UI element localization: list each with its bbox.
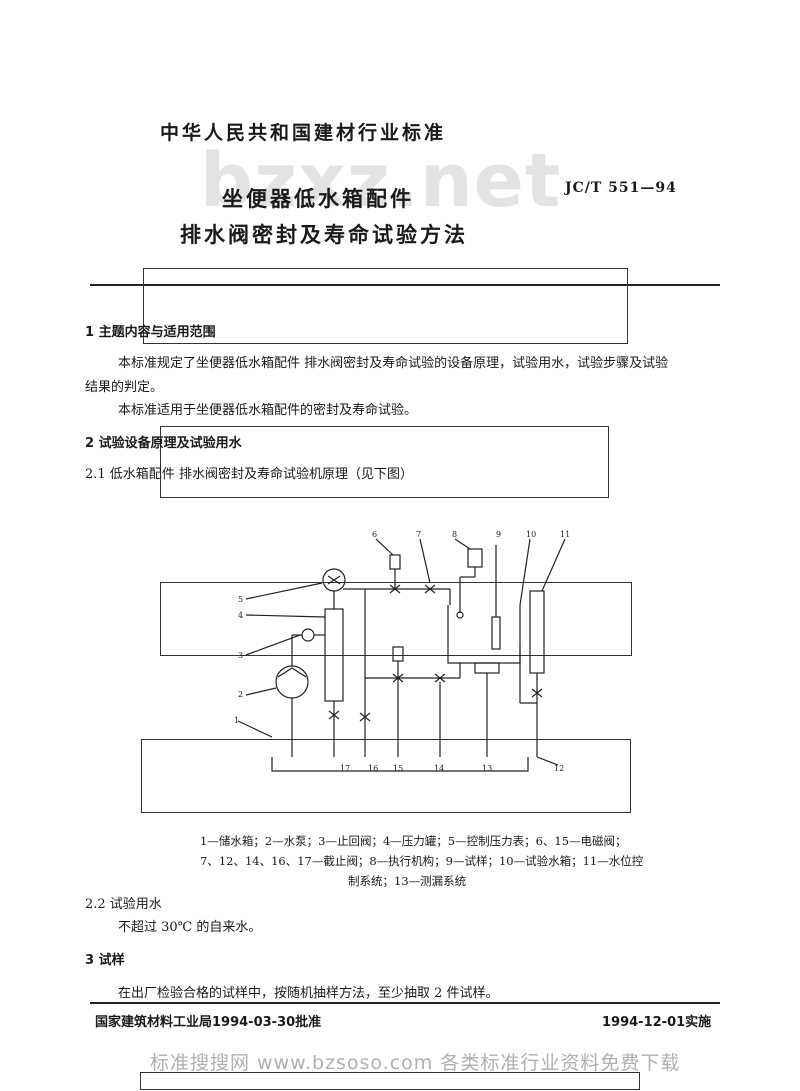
bottom-watermark: 标准搜搜网 www.bzsoso.com 各类标准行业资料免费下载 [150,1052,681,1074]
actuator [467,548,483,568]
stop-valve-16 [359,712,371,722]
solenoid-valve-15 [392,646,404,662]
pressure-gauge [322,568,346,592]
label-7: 7 [416,530,421,539]
label-10: 10 [526,530,536,539]
leak-detection-system [474,662,500,674]
footer-rule [90,1002,720,1004]
section-3-text: 在出厂检验合格的试样中，按随机抽样方法，至少抽取 2 件试样。 [118,986,499,1001]
section-2-heading: 2 试验设备原理及试验用水 [85,436,242,451]
section-1-heading: 1 主题内容与适用范围 [85,325,216,340]
label-14: 14 [434,764,444,773]
label-6: 6 [372,530,377,539]
label-8: 8 [452,530,457,539]
standard-number: JC/T 551—94 [565,180,677,196]
implementation-date: 1994-12-01实施 [602,1015,712,1030]
solenoid-valve-6 [389,554,401,570]
label-17: 17 [340,764,350,773]
section-1-para1-line1: 本标准规定了坐便器低水箱配件 排水阀密封及寿命试验的设备原理，试验用水，试验步骤… [118,356,669,371]
highlight-box-1 [143,268,628,344]
highlight-box-3 [160,582,632,656]
label-15: 15 [393,764,403,773]
test-machine-schematic: 1 2 3 4 5 6 7 8 9 10 11 12 13 14 15 16 1… [234,530,570,773]
section-2-2-text: 不超过 30℃ 的自来水。 [118,920,262,935]
section-2-2-heading: 2.2 试验用水 [85,897,162,912]
highlight-box-4 [141,739,631,813]
stop-valve-14 [434,673,446,683]
issuing-org: 中华人民共和国建材行业标准 [160,122,447,144]
level-control-system [529,590,545,674]
figure-caption-line1: 1—储水箱；2—水泵；3—止回阀；4—压力罐；5—控制压力表；6、15—电磁阀； [200,834,627,848]
highlight-box-2 [160,426,609,498]
water-pump [275,665,309,699]
label-11: 11 [560,530,570,539]
section-1-para1-line2: 结果的判定。 [85,380,164,395]
label-1: 1 [234,716,239,725]
stop-valve-12 [531,688,543,698]
label-3: 3 [238,651,243,660]
figure-caption-line2: 7、12、14、16、17—截止阀；8—执行机构；9—试样；10—试验水箱；11… [200,854,644,868]
label-5: 5 [238,595,243,604]
label-9: 9 [496,530,501,539]
stop-valve-17 [328,710,340,720]
bottom-highlight-box [140,1072,640,1090]
figure-caption-line3: 制系统；13—测漏系统 [348,874,467,888]
section-2-1: 2.1 低水箱配件 排水阀密封及寿命试验机原理（见下图） [85,467,413,482]
stop-valve-7 [424,584,436,594]
top-rule [90,284,720,286]
specimen [491,616,501,650]
label-16: 16 [368,764,378,773]
label-12: 12 [554,764,564,773]
test-water-tank [447,605,521,664]
document-title-line2: 排水阀密封及寿命试验方法 [180,223,468,247]
watermark: bzxz.net [200,138,562,224]
label-4: 4 [238,611,243,620]
section-3-heading: 3 试样 [85,953,125,968]
section-1-para2: 本标准适用于坐便器低水箱配件的密封及寿命试验。 [118,403,418,418]
label-2: 2 [238,690,243,699]
approval-date: 国家建筑材料工业局1994-03-30批准 [95,1015,322,1030]
label-13: 13 [482,764,492,773]
check-valve [301,628,315,642]
pressure-tank [324,608,344,702]
document-title-line1: 坐便器低水箱配件 [222,187,414,211]
storage-tank [271,757,529,772]
